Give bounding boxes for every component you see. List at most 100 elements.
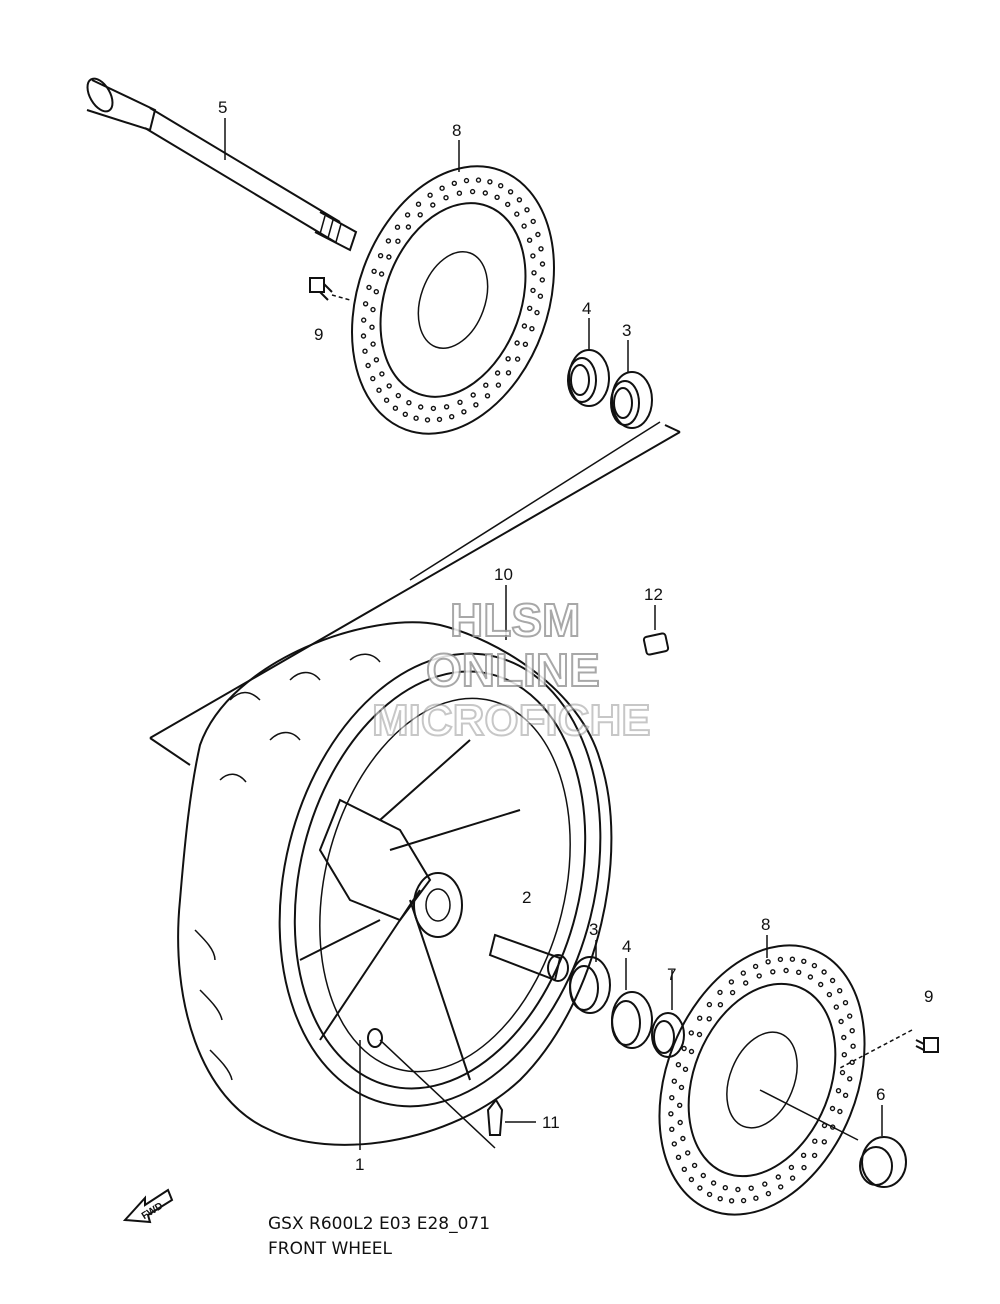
disc-hole (671, 1141, 677, 1147)
disc-hole (675, 1061, 682, 1068)
disc-hole (821, 1139, 827, 1145)
callout-1: 1 (355, 1155, 364, 1174)
disc-hole (534, 309, 540, 316)
callout-9-lower: 9 (924, 987, 933, 1006)
disc-hole (395, 238, 401, 244)
disc-hole (710, 1180, 717, 1186)
disc-hole (529, 326, 535, 332)
disc-hole (765, 1190, 772, 1197)
diagram-title: FRONT WHEEL (268, 1239, 393, 1259)
disc-hole (526, 237, 533, 243)
disc-hole (821, 969, 827, 975)
disc-hole (483, 382, 489, 388)
bearings-lower (569, 940, 685, 1058)
disc-hole (842, 1092, 849, 1099)
disc-hole (514, 356, 521, 362)
disc-hole (671, 1078, 677, 1084)
disc-hole (535, 231, 541, 238)
disc-hole (789, 956, 796, 962)
disc-hole (505, 201, 511, 208)
disc-hole (457, 399, 463, 405)
callout-4-upper: 4 (582, 299, 591, 318)
disc-hole (677, 1102, 683, 1109)
disc-hole (837, 1108, 843, 1115)
disc-hole (362, 348, 368, 354)
disc-hole (847, 1076, 853, 1082)
disc-hole (430, 202, 436, 208)
disc-hole (800, 1152, 807, 1159)
explode-frame (149, 421, 681, 766)
disc-hole (789, 1175, 796, 1181)
disc-hole (386, 383, 392, 389)
disc-hole (373, 289, 379, 295)
callout-12: 12 (644, 585, 663, 604)
disc-bolt-lower (839, 1029, 939, 1069)
callout-2: 2 (522, 888, 531, 907)
disc-hole (841, 1051, 847, 1058)
disc-hole (717, 1195, 723, 1202)
axle-nut (759, 1089, 907, 1188)
disc-hole (370, 375, 376, 382)
disc-hole (522, 341, 529, 347)
disc-hole (436, 416, 443, 423)
disc-hole (365, 362, 371, 369)
disc-hole (735, 1186, 741, 1193)
disc-hole (801, 1164, 807, 1171)
disc-hole (495, 382, 502, 388)
disc-hole (383, 397, 390, 403)
disc-hole (527, 305, 533, 311)
disc-hole (829, 1105, 836, 1112)
disc-hole (507, 189, 514, 195)
disc-hole (752, 963, 759, 970)
forward-arrow-icon: FWD (122, 1188, 174, 1224)
model-code: GSX R600L2 E03 E28_071 (268, 1214, 490, 1234)
disc-hole (514, 211, 520, 217)
disc-hole (378, 271, 385, 277)
disc-hole (807, 974, 814, 980)
disc-hole (370, 341, 376, 347)
disc-hole (847, 1013, 853, 1019)
callout-6: 6 (876, 1085, 885, 1104)
disc-hole (377, 252, 384, 259)
disc-hole (514, 340, 520, 346)
callout-5: 5 (218, 98, 227, 117)
disc-hole (443, 404, 450, 410)
disc-hole (521, 323, 528, 329)
disc-hole (678, 1084, 685, 1091)
disc-hole (838, 1018, 844, 1025)
disc-hole (777, 956, 784, 963)
disc-hole (516, 197, 523, 203)
disc-hole (417, 212, 423, 218)
disc-hole (849, 1059, 855, 1066)
disc-hole (706, 1191, 713, 1198)
callout-7: 7 (667, 965, 676, 984)
disc-hole (700, 1172, 706, 1179)
disc-hole (456, 190, 463, 196)
disc-hole (811, 1152, 818, 1159)
disc-hole (530, 218, 536, 225)
disc-hole (691, 1162, 698, 1169)
disc-hole (405, 224, 412, 230)
disc-bolt-upper (309, 277, 351, 301)
disc-hole (373, 357, 380, 363)
disc-hole (669, 1126, 675, 1133)
disc-hole (360, 333, 367, 339)
disc-hole (748, 1185, 754, 1191)
disc-hole (765, 959, 771, 965)
disc-hole (482, 190, 488, 196)
disc-hole (688, 1030, 694, 1036)
disc-hole (402, 411, 408, 417)
disc-hole (826, 991, 833, 998)
disc-hole (756, 973, 762, 979)
disc-hole (461, 409, 467, 415)
disc-hole (850, 1043, 856, 1049)
svg-text:ONLINE: ONLINE (426, 644, 600, 696)
disc-hole (379, 371, 385, 377)
disc-hole (538, 246, 544, 252)
disc-hole (833, 1004, 839, 1010)
disc-hole (849, 1027, 855, 1034)
disc-hole (740, 1197, 747, 1204)
disc-hole (406, 400, 412, 406)
disc-hole (680, 1135, 686, 1142)
disc-hole (717, 989, 723, 996)
